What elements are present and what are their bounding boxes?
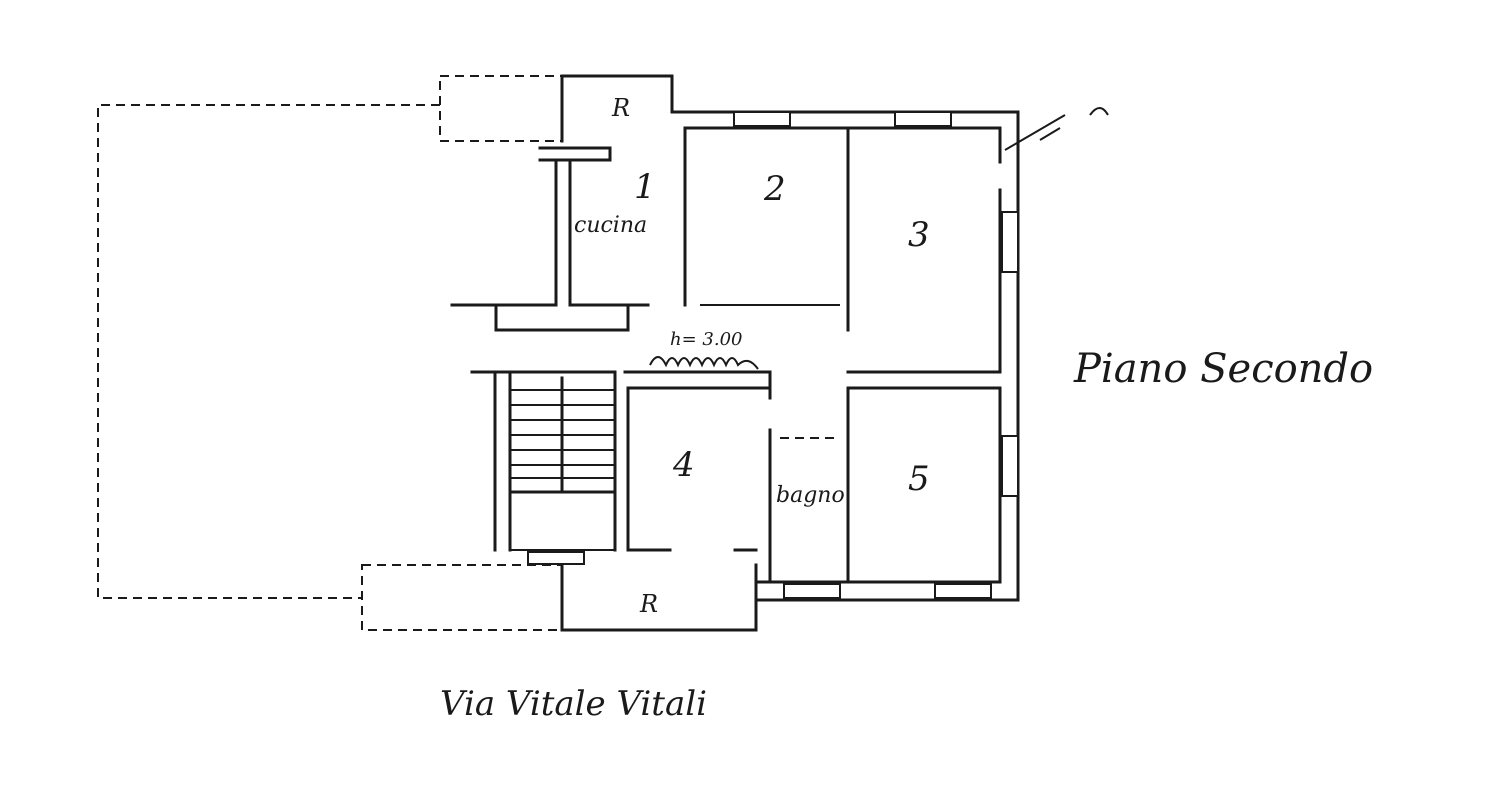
- room-1-number: 1: [634, 167, 656, 207]
- floor-title: Piano Secondo: [1073, 346, 1373, 392]
- room-5-number: 5: [908, 459, 930, 499]
- pencil-mark: [1004, 107, 1109, 151]
- corridor-scribble: [649, 356, 759, 370]
- room-4-bagno-walls: [623, 370, 840, 584]
- balcony-top: [560, 74, 674, 143]
- balcony-bottom: [560, 563, 758, 632]
- bathroom-label: bagno: [776, 483, 845, 508]
- dashed-outline: [97, 75, 563, 631]
- balcony-top-label: R: [611, 94, 630, 122]
- outer-walls: [670, 110, 1020, 602]
- room-2-number: 2: [763, 169, 786, 209]
- kitchen-walls: [450, 126, 687, 332]
- windows: [527, 111, 1019, 599]
- room-4-number: 4: [672, 445, 695, 485]
- room-1-label: cucina: [574, 213, 647, 238]
- room-3-number: 3: [908, 215, 930, 255]
- stairwell: [470, 370, 617, 552]
- stair-treads: [510, 389, 615, 479]
- rooms-2-3-walls: [700, 126, 1002, 584]
- ceiling-height: h= 3.00: [670, 329, 742, 350]
- street-name: Via Vitale Vitali: [440, 684, 707, 724]
- balcony-bottom-label: R: [639, 590, 658, 618]
